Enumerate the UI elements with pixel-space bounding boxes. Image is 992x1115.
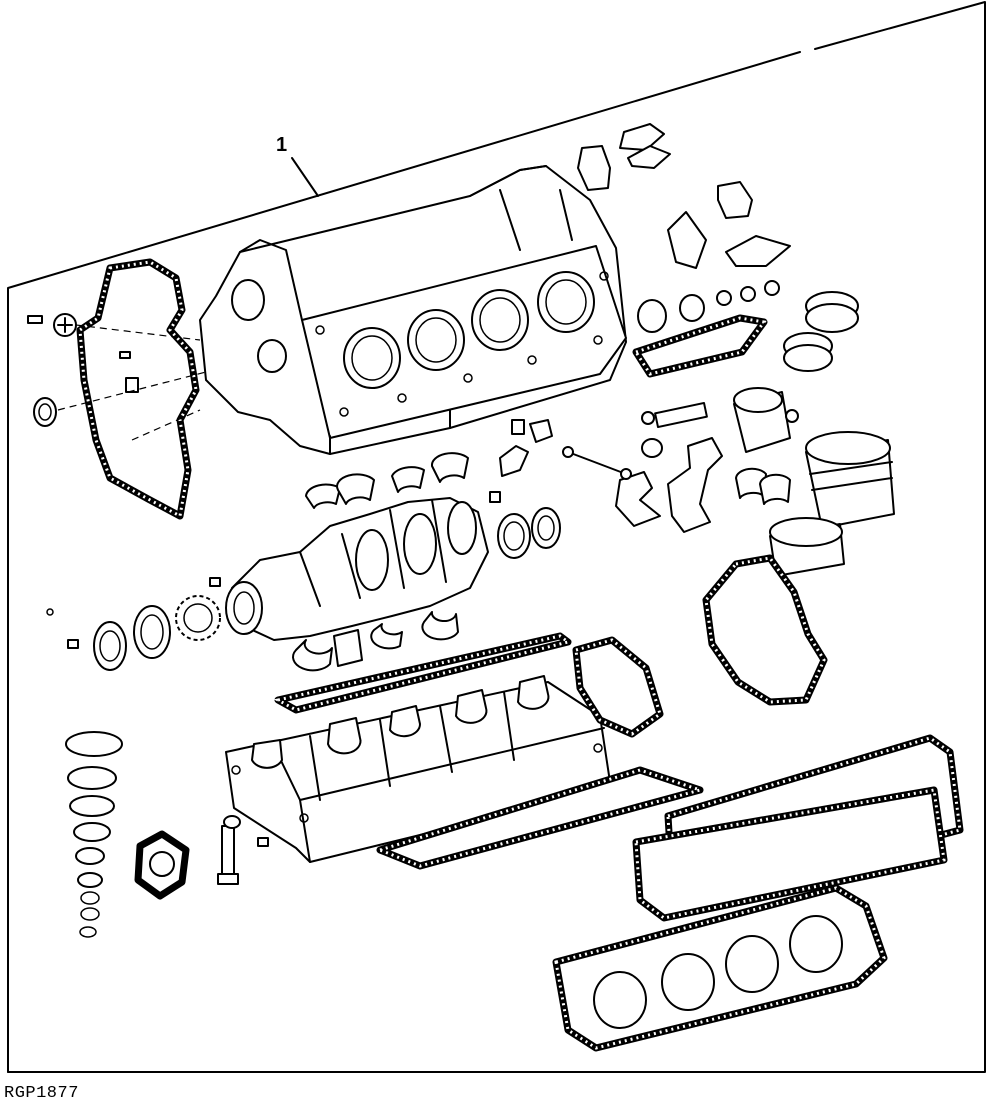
front-seal-parts: [27, 313, 207, 441]
head-gasket: [552, 884, 888, 1052]
rear-cover-gaskets: [572, 554, 828, 738]
crank-gear: [46, 577, 221, 671]
plate-gaskets: [577, 123, 791, 378]
callout-leader: [291, 157, 319, 197]
valve-cover-gaskets: [632, 734, 964, 922]
figure-code: RGP1877: [4, 1084, 79, 1103]
lower-main-bearings: [292, 611, 459, 672]
piston-assembly: [641, 291, 895, 577]
connecting-rods: [562, 437, 791, 533]
item-callout-number: 1: [276, 134, 288, 156]
oil-pan-gasket: [375, 766, 706, 870]
bedplate: [225, 675, 611, 863]
rear-seals: [497, 507, 561, 559]
pan-rail-gasket: [273, 632, 572, 714]
kit-frame: [7, 1, 986, 1073]
upper-main-bearings: [305, 419, 553, 509]
o-ring-set: [65, 731, 123, 938]
drain-flange: [134, 815, 241, 900]
engine-block: [199, 165, 627, 455]
crankshaft: [225, 497, 489, 641]
